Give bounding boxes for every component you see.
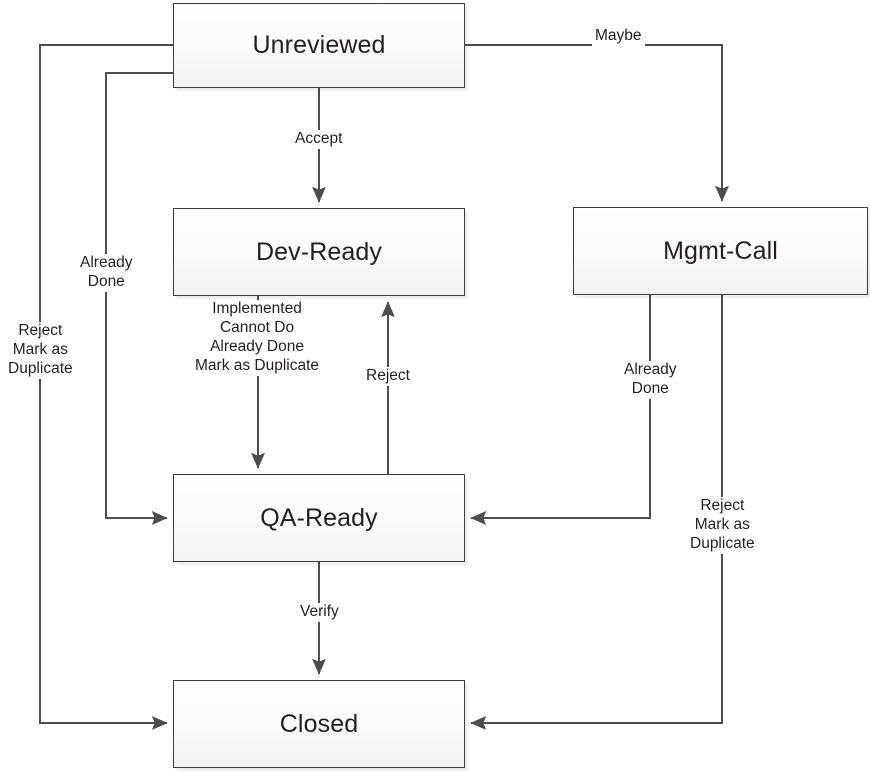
transition-edge-mgmt-reject-duplicate[interactable]: [470, 295, 723, 730]
transition-edge-maybe[interactable]: [465, 44, 729, 202]
state-node-mgmt-call[interactable]: Mgmt-Call: [573, 207, 868, 295]
state-label-mgmt-call: Mgmt-Call: [663, 236, 778, 265]
state-label-unreviewed: Unreviewed: [252, 31, 386, 59]
state-node-qa-ready[interactable]: QA-Ready: [173, 474, 465, 562]
transition-edge-unreviewed-reject-duplicate[interactable]: [39, 44, 173, 730]
transition-edge-unreviewed-already-done[interactable]: [105, 72, 173, 525]
transition-edge-mgmt-already-done[interactable]: [470, 295, 651, 525]
state-node-unreviewed[interactable]: Unreviewed: [173, 3, 465, 88]
state-node-closed[interactable]: Closed: [173, 680, 465, 768]
state-node-dev-ready[interactable]: Dev-Ready: [173, 208, 465, 296]
edges-group: [39, 44, 729, 730]
state-label-closed: Closed: [279, 709, 359, 738]
state-label-qa-ready: QA-Ready: [260, 503, 378, 532]
state-label-dev-ready: Dev-Ready: [256, 237, 382, 266]
